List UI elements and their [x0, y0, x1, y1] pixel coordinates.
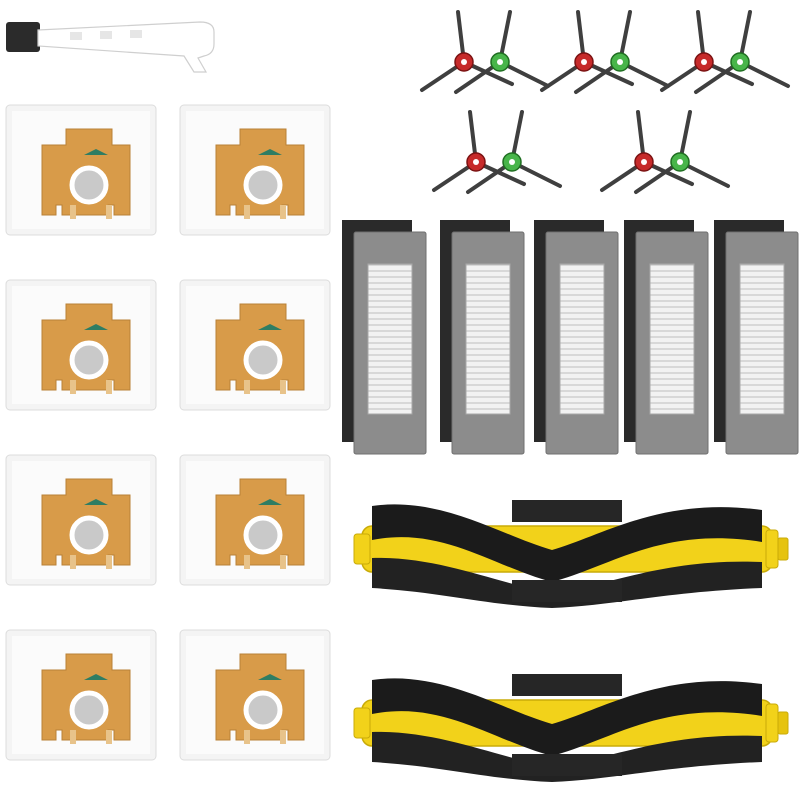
hepa-filter — [439, 219, 525, 455]
dust-bag — [6, 630, 156, 760]
dust-bag — [6, 280, 156, 410]
dust-bag — [6, 105, 156, 235]
hepa-filter — [623, 219, 709, 455]
cleaning-tool — [6, 21, 215, 73]
dust-bag — [6, 455, 156, 585]
hepa-filter — [713, 219, 799, 455]
dust-bag — [180, 105, 330, 235]
hepa-filter — [533, 219, 619, 455]
dust-bag — [180, 455, 330, 585]
dust-bag — [180, 280, 330, 410]
hepa-filter — [341, 219, 427, 455]
dust-bag — [180, 630, 330, 760]
hepa-filters — [341, 219, 799, 455]
